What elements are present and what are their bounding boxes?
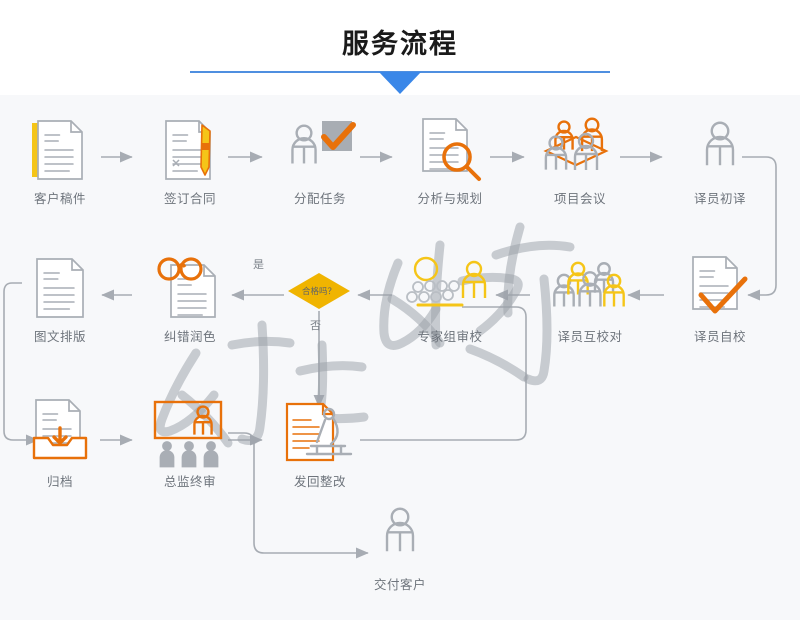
flow-node-n12[interactable]: 归档	[8, 399, 112, 490]
branch-label-yes: 是	[253, 259, 264, 271]
flow-node-label: 签订合同	[163, 192, 216, 206]
document-icon	[8, 255, 112, 321]
page-header: 服务流程	[0, 0, 800, 95]
person-icon	[348, 503, 452, 569]
flow-node-label: 总监终审	[163, 475, 216, 489]
group-meeting-icon	[528, 117, 632, 183]
flow-node-label: 客户稿件	[33, 192, 86, 206]
flow-node-n13[interactable]: 总监终审	[138, 400, 242, 490]
page-title: 服务流程	[342, 29, 458, 59]
connector-wrap-right	[742, 156, 777, 301]
flow-node-label: 译员初译	[693, 192, 746, 206]
person-icon	[668, 117, 772, 183]
branch-label-no: 否	[310, 320, 321, 332]
flow-node-label: 项目会议	[553, 192, 606, 206]
flow-node-label: 专家组审校	[417, 330, 483, 344]
document-microscope-icon	[268, 400, 372, 466]
flow-node-label: 译员自校	[693, 330, 746, 344]
diagram-panel: 合格吗？ 是 否 客户稿件	[0, 95, 800, 620]
people-group-icon	[538, 255, 642, 321]
flow-node-n4[interactable]: 分析与规划	[398, 117, 502, 207]
flow-node-label: 纠错润色	[163, 330, 216, 344]
document-magnifier-icon	[398, 117, 502, 183]
flow-node-n11[interactable]: 图文排版	[8, 255, 112, 345]
flow-node-label: 发回整改	[293, 475, 346, 489]
flow-node-label: 分析与规划	[417, 192, 483, 206]
flow-node-n8[interactable]: 译员互校对	[538, 255, 642, 345]
expert-review-icon	[398, 255, 502, 321]
flow-node-n14[interactable]: 发回整改	[268, 400, 372, 490]
flow-node-n3[interactable]: 分配任务	[268, 117, 372, 207]
flow-node-n7[interactable]: 译员自校	[668, 255, 772, 345]
flow-node-n15[interactable]: 交付客户	[348, 503, 452, 593]
document-check-icon	[668, 255, 772, 321]
flow-node-label: 归档	[46, 475, 73, 489]
archive-tray-icon	[8, 399, 112, 466]
decision-label: 合格吗？	[301, 286, 336, 296]
flow-node-label: 译员互校对	[557, 330, 623, 344]
contract-pen-icon	[138, 117, 242, 183]
flow-node-n2[interactable]: 签订合同	[138, 117, 242, 207]
flow-node-n6[interactable]: 译员初译	[668, 117, 772, 207]
flow-node-n10[interactable]: 纠错润色	[138, 255, 242, 345]
stacked-document-icon	[8, 117, 112, 183]
flow-node-n5[interactable]: 项目会议	[528, 117, 632, 207]
connector-wrap-left	[3, 282, 39, 446]
flow-node-n9[interactable]: 专家组审校	[398, 255, 502, 345]
header-down-triangle-icon	[379, 72, 421, 94]
document-glasses-icon	[138, 255, 242, 321]
flow-node-n1[interactable]: 客户稿件	[8, 117, 112, 207]
director-presentation-icon	[138, 400, 242, 468]
flow-node-label: 交付客户	[373, 578, 426, 592]
person-check-icon	[268, 117, 372, 183]
flow-node-label: 分配任务	[293, 192, 346, 206]
decision-diamond: 合格吗？	[288, 273, 350, 309]
flow-node-label: 图文排版	[33, 330, 86, 344]
